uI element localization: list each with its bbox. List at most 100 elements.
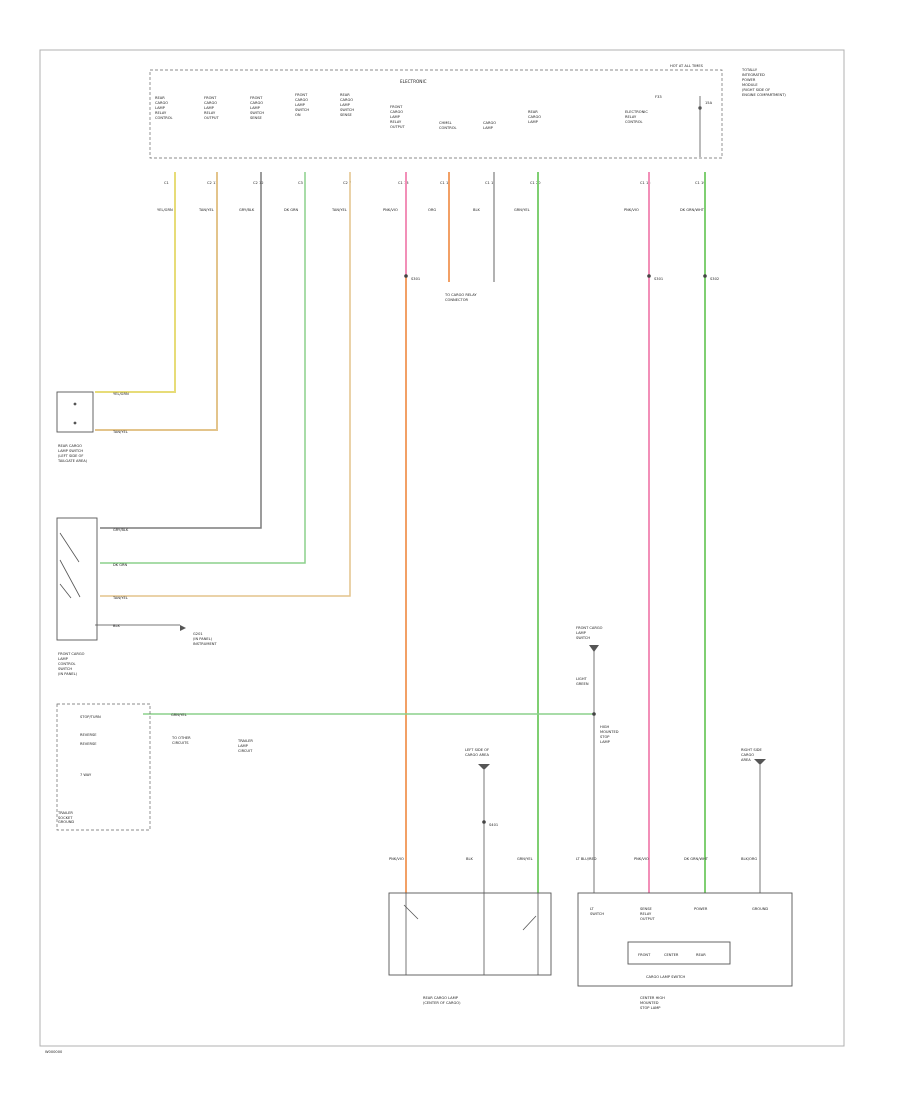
wire-code-label: ORG	[428, 208, 436, 212]
wire-code-label: DK GRN/WHT	[680, 208, 705, 212]
chmsl-box	[577, 892, 793, 987]
wire-code-label: GRY/BLK	[239, 208, 255, 212]
connector-id: C3	[298, 181, 303, 185]
wire-code-label: TAN/YEL	[198, 208, 214, 212]
connector-id: C2 11	[207, 181, 218, 185]
footer-ground: GROUND	[58, 820, 74, 824]
wire-code-label: PNK/VIO	[383, 208, 398, 212]
top-wire-labels: YEL/GRN TAN/YEL GRY/BLK DK GRN TAN/YEL P…	[157, 208, 705, 212]
wire-code-label: TAN/YEL	[331, 208, 347, 212]
rear-cargo-lamp-title: REAR CARGO LAMP(CENTER OF CARGO)	[423, 996, 461, 1005]
wire-green-left	[100, 172, 306, 564]
trailer-socket-box	[56, 703, 151, 831]
module-center-label: ELECTRONIC	[400, 79, 427, 84]
connector-id: C1 15	[640, 181, 651, 185]
connector-id: C2 7	[343, 181, 351, 185]
front-switch-ground: G201(IN PANEL)INSTRUMENT	[193, 632, 217, 646]
switch-terminal	[73, 421, 77, 425]
front-switch-wire-label: DK GRN	[113, 563, 128, 567]
connector-id: C1	[164, 181, 169, 185]
main-wires	[95, 172, 761, 975]
splices	[404, 274, 707, 824]
wire-code-label: YEL/GRN	[157, 208, 173, 212]
connector-id: C2 12	[253, 181, 264, 185]
chmsl-inner-label: GROUND	[752, 907, 768, 911]
wire-code-label: PNK/VIO	[624, 208, 639, 212]
switch-terminal	[73, 402, 77, 406]
top-right-header: HOT AT ALL TIMES	[670, 64, 704, 68]
wire-code-label: GRN/YEL	[514, 208, 530, 212]
ground-arrow	[180, 625, 186, 631]
bottom-wire-label: BLK/ORG	[741, 857, 757, 861]
splice-dot	[482, 820, 486, 824]
wire-gray	[100, 172, 262, 529]
bottom-wire-label: DK GRN/WHT	[684, 857, 709, 861]
splice-label: S302	[710, 277, 719, 281]
diagram-border	[39, 49, 845, 1047]
trailer-pin: STOP/TURN	[80, 715, 101, 719]
splice-dot	[592, 712, 596, 716]
bottom-wire-label: PNK/VIO	[389, 857, 404, 861]
rear-cargo-lamp-box	[388, 892, 552, 976]
connector-id: C1 1	[485, 181, 493, 185]
splice-label: S301	[411, 277, 420, 281]
rear-cargo-lamp-switch-box	[56, 391, 94, 433]
splice-dot	[647, 274, 651, 278]
top-module-outline	[149, 69, 723, 159]
splice-label: S401	[489, 823, 498, 827]
rear-switch-wire-label: YEL/GRN	[113, 392, 129, 396]
connector-ids: C1 C2 11 C2 12 C3 C2 7 C1 13 C1 1 C1 1 C…	[164, 181, 706, 185]
trailer-pin: REVERSE	[80, 733, 97, 737]
connector-id: C1 1	[440, 181, 448, 185]
chmsl-panel	[627, 941, 731, 965]
connector-id: C1 20	[530, 181, 541, 185]
front-switch-wire-label: BLK	[113, 624, 120, 628]
fuse-label: F33	[655, 95, 662, 99]
bottom-wire-labels: PNK/VIO BLK GRN/YEL LT BLU/RED PNK/VIO D…	[389, 857, 757, 861]
trailer-side-label: 7 WAY	[80, 773, 92, 777]
bottom-wire-label: PNK/VIO	[634, 857, 649, 861]
splice-dot	[703, 274, 707, 278]
front-switch-wire-label: TAN/YEL	[112, 596, 128, 600]
front-cargo-switch-box	[56, 517, 98, 641]
fuse-node	[698, 106, 702, 110]
chmsl-inner-label: POWER	[694, 907, 708, 911]
bottom-wire-label: BLK	[466, 857, 473, 861]
connector-id: C1 13	[398, 181, 409, 185]
splice-dot	[404, 274, 408, 278]
bottom-wire-label: GRN/YEL	[517, 857, 533, 861]
splice-label: S301	[654, 277, 663, 281]
diagram-code: W000000	[45, 1050, 63, 1054]
chmsl-panel-item: FRONT	[638, 953, 651, 957]
trailer-wire-label: GRN/YEL	[171, 713, 187, 717]
wire-tan-left	[100, 172, 351, 597]
right-ground-arrow	[754, 759, 766, 765]
bottom-wire-label: LT BLU/RED	[576, 857, 597, 861]
